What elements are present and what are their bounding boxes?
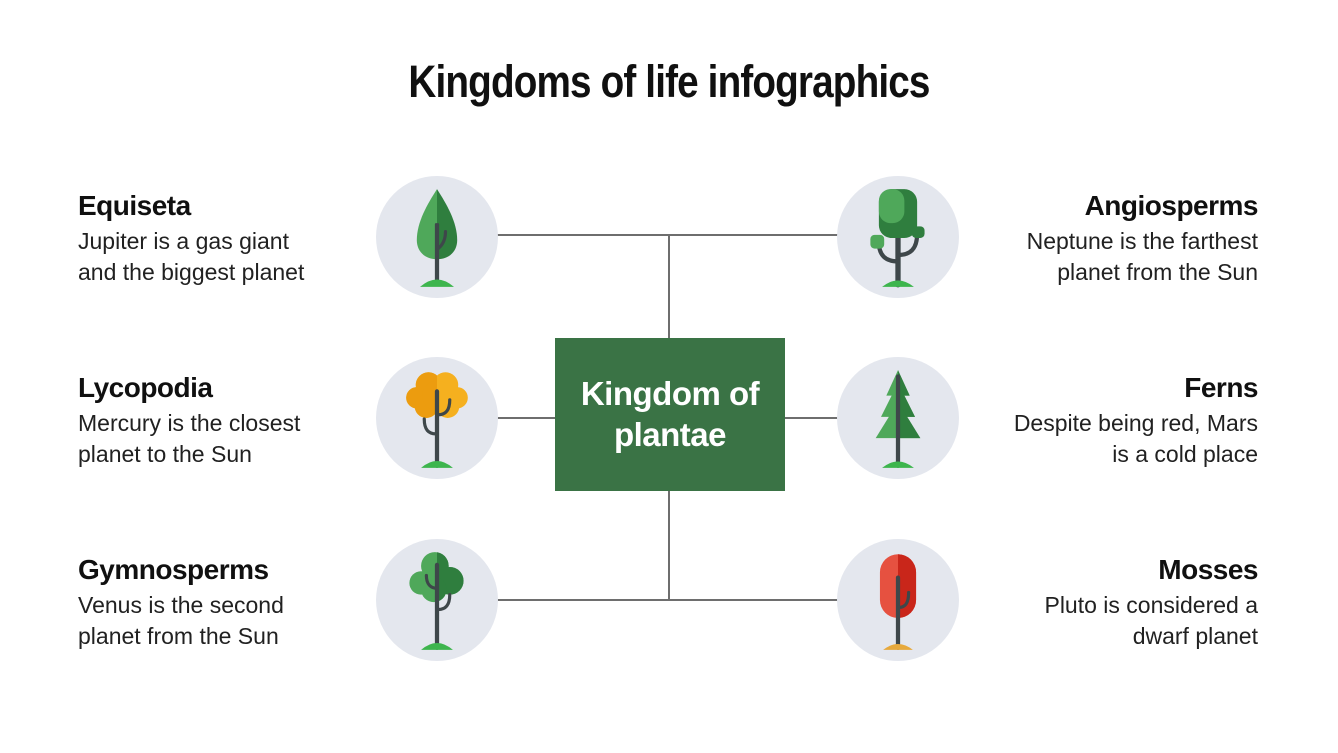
item-desc-angiosperms: Neptune is the farthest planet from the S… (958, 226, 1258, 288)
item-title-ferns: Ferns (1184, 372, 1258, 403)
poplar-tree-icon (416, 189, 458, 287)
info-ferns: Ferns Despite being red, Mars is a cold p… (958, 372, 1259, 470)
info-equiseta: Equiseta Jupiter is a gas giant and the b… (78, 190, 378, 288)
green-bushy-tree-icon (409, 552, 464, 650)
item-desc-line: Pluto is considered a (1044, 592, 1258, 618)
item-title-equiseta: Equiseta (78, 190, 191, 221)
item-title-gymnosperms: Gymnosperms (78, 554, 269, 585)
item-desc-lycopodia: Mercury is the closest planet to the Sun (78, 408, 378, 470)
connector-line-bottom-vertical (668, 489, 670, 601)
connector-line-top-horizontal (437, 234, 898, 236)
gymnosperms-icon-circle (376, 539, 498, 661)
item-desc-line: dwarf planet (1132, 623, 1258, 649)
kingdom-plantae-box: Kingdom of plantae (555, 338, 785, 491)
connector-line-bottom-horizontal (437, 599, 898, 601)
item-desc-line: Venus is the second (78, 592, 284, 618)
item-title-lycopodia: Lycopodia (78, 372, 213, 403)
info-angiosperms: Angiosperms Neptune is the farthest plane… (958, 190, 1259, 288)
mosses-icon-circle (837, 539, 959, 661)
red-oval-tree-icon (879, 554, 917, 650)
item-desc-line: planet to the Sun (78, 441, 252, 467)
item-desc-ferns: Despite being red, Mars is a cold place (958, 408, 1258, 470)
item-desc-gymnosperms: Venus is the second planet from the Sun (78, 590, 378, 652)
item-desc-line: planet from the Sun (1057, 259, 1258, 285)
info-gymnosperms: Gymnosperms Venus is the second planet fr… (78, 554, 378, 652)
item-desc-mosses: Pluto is considered a dwarf planet (958, 590, 1258, 652)
connector-line-middle-left (437, 417, 637, 419)
info-mosses: Mosses Pluto is considered a dwarf planet (958, 554, 1258, 652)
square-foliage-tree-icon (870, 189, 925, 288)
item-desc-line: is a cold place (1112, 441, 1258, 467)
pine-tree-icon (875, 370, 921, 468)
item-desc-line: planet from the Sun (78, 623, 279, 649)
item-desc-line: Mercury is the closest (78, 410, 301, 436)
connector-line-middle-right (700, 417, 898, 419)
item-desc-line: Neptune is the farthest (1026, 228, 1258, 254)
orange-bushy-tree-icon (406, 372, 468, 468)
item-desc-line: Jupiter is a gas giant (78, 228, 289, 254)
kingdom-plantae-label: Kingdom of plantae (580, 375, 760, 453)
equiseta-icon-circle (376, 176, 498, 298)
item-title-angiosperms: Angiosperms (1084, 190, 1259, 221)
item-desc-line: Despite being red, Mars (1013, 410, 1258, 436)
page-title: Kingdoms of life infographics (408, 56, 930, 107)
angiosperms-icon-circle (837, 176, 959, 298)
lycopodia-icon-circle (376, 357, 498, 479)
ferns-icon-circle (837, 357, 959, 479)
info-lycopodia: Lycopodia Mercury is the closest planet t… (78, 372, 378, 470)
item-title-mosses: Mosses (1158, 554, 1258, 585)
connector-line-top-vertical (668, 234, 670, 340)
item-desc-line: and the biggest planet (78, 259, 305, 285)
item-desc-equiseta: Jupiter is a gas giant and the biggest pl… (78, 226, 378, 288)
